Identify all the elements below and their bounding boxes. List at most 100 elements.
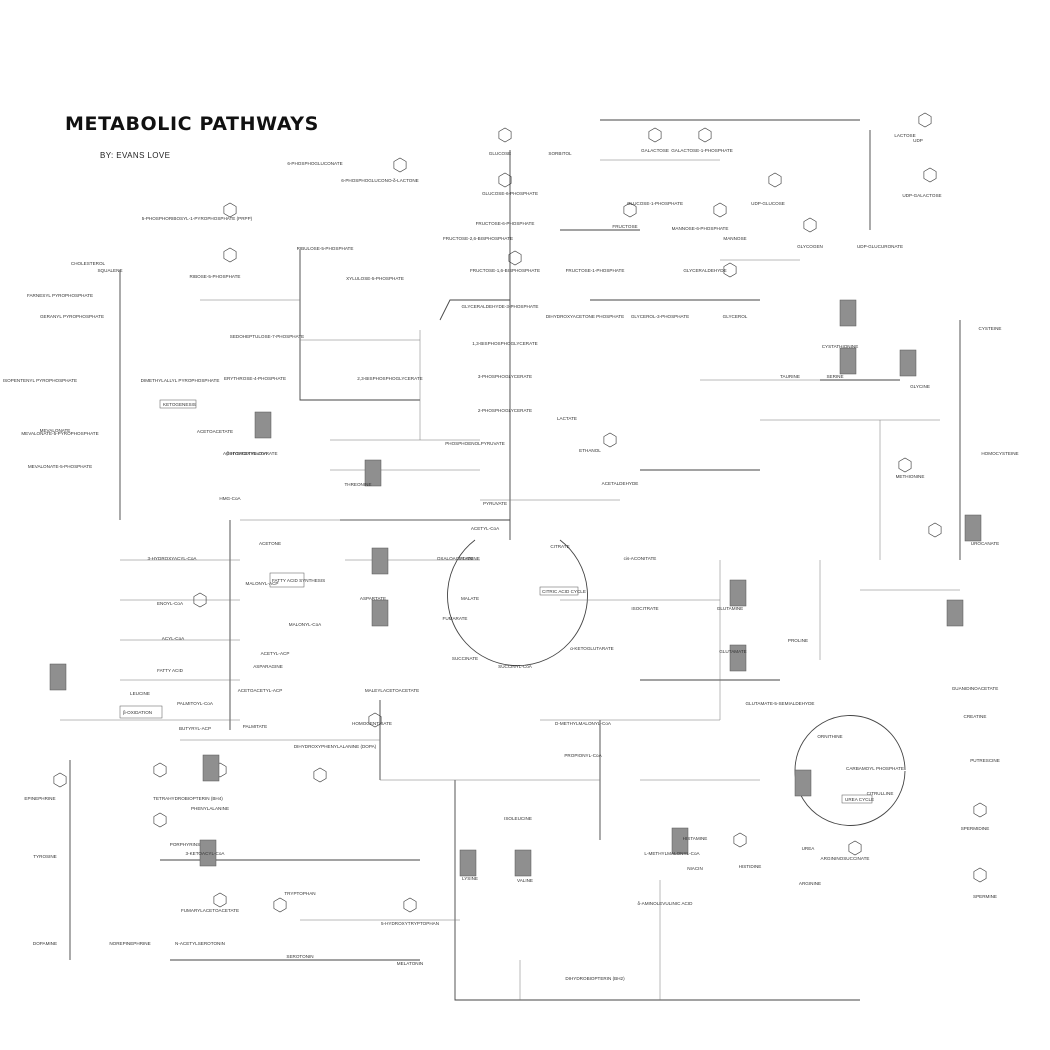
molecule-ring	[223, 202, 237, 218]
amino-acid-highlight	[371, 599, 389, 627]
amino-acid-highlight	[729, 644, 747, 672]
amino-acid-highlight	[964, 514, 982, 542]
metabolite-label: D-METHYLMALONYL-CoA	[555, 721, 612, 726]
metabolite-label: 6-PHOSPHOGLUCONATE	[287, 161, 342, 166]
metabolite-label: 2-PHOSPHOGLYCERATE	[478, 408, 532, 413]
metabolite-label: CHOLESTEROL	[71, 261, 106, 266]
metabolite-label: PUTRESCINE	[970, 758, 1000, 763]
metabolite-label: GERANYL PYROPHOSPHATE	[40, 314, 104, 319]
metabolite-label: UDP-GLUCOSE	[751, 201, 785, 206]
metabolite-label: FRUCTOSE-6-PHOSPHATE	[476, 221, 535, 226]
molecule-ring	[368, 712, 382, 728]
molecule-structures	[53, 112, 987, 913]
urea-cycle-panel-label: UREA CYCLE	[845, 797, 874, 802]
metabolite-label: ISOPENTENYL PYROPHOSPHATE	[3, 378, 77, 383]
molecule-ring	[393, 157, 407, 173]
metabolite-label: δ-AMINOLEVULINIC ACID	[638, 901, 694, 906]
metabolite-label: ERYTHROSE-4-PHOSPHATE	[224, 376, 286, 381]
metabolite-label: 6-PHOSPHOGLUCONO-δ-LACTONE	[341, 178, 419, 183]
metabolite-label: ORNITHINE	[817, 734, 842, 739]
metabolite-label: GLUCOSE	[489, 151, 511, 156]
metabolite-label: ACETYL-CoA	[471, 526, 500, 531]
amino-acid-highlight	[946, 599, 964, 627]
metabolite-label: ARGININE	[799, 881, 821, 886]
metabolite-label: cis-ACONITATE	[624, 556, 657, 561]
molecule-ring	[648, 127, 662, 143]
metabolite-label: MEVALONATE	[40, 428, 71, 433]
metabolite-label: HOMOCYSTEINE	[981, 451, 1018, 456]
metabolite-label: GALACTOSE	[641, 148, 669, 153]
metabolite-label: LACTOSE	[894, 133, 915, 138]
amino-acid-highlight	[899, 349, 917, 377]
metabolite-label: CITRULLINE	[867, 791, 894, 796]
metabolite-label: ETHANOL	[579, 448, 601, 453]
amino-acid-highlight	[839, 347, 857, 375]
metabolite-label: MANNOSE-6-PHOSPHATE	[672, 226, 729, 231]
metabolite-label: PALMITOYL-CoA	[177, 701, 214, 706]
metabolite-label: GLYCEROL	[723, 314, 748, 319]
metabolite-label: α-KETOGLUTARATE	[570, 646, 614, 651]
metabolite-label: FRUCTOSE-2,6-BISPHOSPHATE	[443, 236, 513, 241]
metabolite-label: ASPARTATE	[360, 596, 386, 601]
molecule-ring	[193, 592, 207, 608]
metabolite-label: GLYCOGEN	[797, 244, 823, 249]
metabolite-label: DIHYDROXYPHENYLALANINE (DOPA)	[294, 744, 377, 749]
metabolite-label: ASPARAGINE	[253, 664, 283, 669]
molecule-ring	[973, 802, 987, 818]
metabolite-label: SUCCINATE	[452, 656, 478, 661]
metabolite-label: DIHYDROXYACETONE PHOSPHATE	[546, 314, 624, 319]
metabolite-label: XYLULOSE-5-PHOSPHATE	[346, 276, 404, 281]
metabolite-label: GLYCEROL-3-PHOSPHATE	[631, 314, 689, 319]
metabolite-label: ARGININOSUCCINATE	[821, 856, 870, 861]
metabolite-label: SPERMIDINE	[961, 826, 990, 831]
metabolite-label: CITRATE	[550, 544, 569, 549]
metabolite-label: ACETYL-ACP	[261, 651, 290, 656]
metabolite-label: HISTAMINE	[683, 836, 708, 841]
metabolite-label: LACTATE	[557, 416, 577, 421]
metabolite-label: HMG-CoA	[219, 496, 241, 501]
metabolite-label: 3-KETOACYL-CoA	[186, 851, 226, 856]
metabolite-label: MALATE	[461, 596, 479, 601]
metabolite-label: MEVALONATE-5-PHOSPHATE	[28, 464, 92, 469]
metabolite-label: 5-PHOSPHORIBOSYL-1-PYROPHOSPHATE (PRPP)	[142, 216, 253, 221]
metabolite-label: UREA	[802, 846, 816, 851]
metabolite-label: PROLINE	[788, 638, 808, 643]
metabolite-label: MALONYL-ACP	[246, 581, 279, 586]
metabolite-label: GLYCERALDEHYDE-3-PHOSPHATE	[462, 304, 539, 309]
molecule-ring	[803, 217, 817, 233]
molecule-ring	[923, 167, 937, 183]
metabolite-label: FRUCTOSE-1-PHOSPHATE	[566, 268, 625, 273]
molecule-ring	[213, 892, 227, 908]
metabolite-label: UDP	[913, 138, 923, 143]
beta-oxidation-panel-label: β-OXIDATION	[123, 710, 152, 715]
metabolite-label: DIMETHYLALLYL PYROPHOSPHATE	[141, 378, 220, 383]
citric-acid-cycle-panel-label: CITRIC ACID CYCLE	[542, 589, 586, 594]
molecule-ring	[918, 112, 932, 128]
amino-acid-highlight	[459, 849, 477, 877]
metabolite-label: SUCCINYL-CoA	[498, 664, 533, 669]
metabolite-label: 5-HYDROXYTRYPTOPHAN	[381, 921, 439, 926]
metabolite-label: SEROTONIN	[286, 954, 313, 959]
molecule-ring	[153, 762, 167, 778]
ketogenesis-panel-label: KETOGENESIS	[163, 402, 196, 407]
molecule-ring	[973, 867, 987, 883]
amino-acid-highlight	[794, 769, 812, 797]
amino-acid-highlight	[671, 827, 689, 855]
metabolite-label: MALEYLACETOACETATE	[365, 688, 419, 693]
metabolite-label: PHENYLALANINE	[191, 806, 229, 811]
metabolite-label: ACETOACETYL-ACP	[238, 688, 283, 693]
metabolite-label: FUMARATE	[443, 616, 468, 621]
metabolite-label: THREONINE	[344, 482, 371, 487]
metabolite-label: UDP-GALACTOSE	[902, 193, 941, 198]
metabolite-label: EPINEPHRINE	[24, 796, 55, 801]
molecule-ring	[733, 832, 747, 848]
molecule-ring	[723, 262, 737, 278]
metabolite-label: BUTYRYL-ACP	[179, 726, 211, 731]
metabolite-label: GLYCERALDEHYDE	[683, 268, 726, 273]
molecule-ring	[698, 127, 712, 143]
metabolite-label: 3-PHOSPHOGLYCERATE	[478, 374, 532, 379]
metabolite-label: PROPIONYL-CoA	[564, 753, 602, 758]
amino-acid-highlight	[202, 754, 220, 782]
metabolite-label: RIBOSE-5-PHOSPHATE	[190, 274, 241, 279]
metabolite-label: GLUTAMATE	[719, 649, 746, 654]
